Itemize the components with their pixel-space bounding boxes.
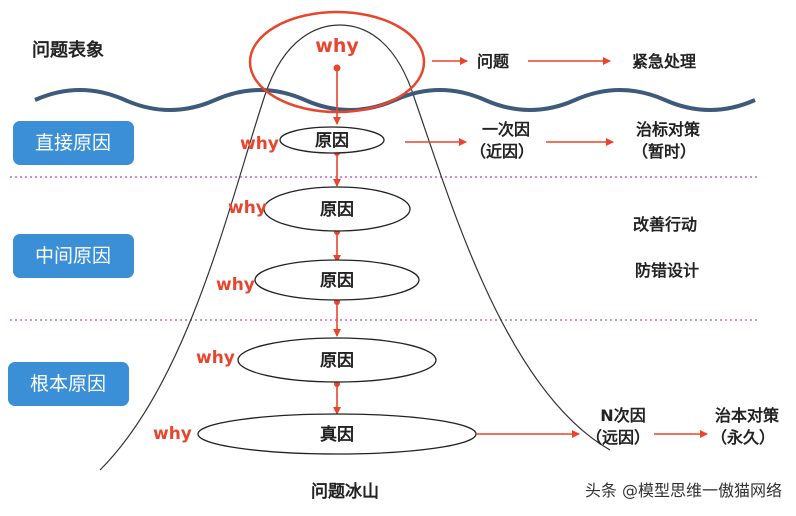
side-label-middle: 中间原因 <box>35 245 111 267</box>
error-proof-label: 防错设计 <box>635 261 699 280</box>
watermark: 头条 @模型思维一傲猫网络 <box>585 481 782 500</box>
root-cause-node-label: 真因 <box>320 424 354 445</box>
cause-node-2-label: 原因 <box>320 200 354 220</box>
cause-node-1-label: 原因 <box>315 131 349 151</box>
temp-fix-line2: （暂时） <box>632 142 696 161</box>
problem-label: 问题 <box>477 52 510 71</box>
cause-node-4: 原因 <box>237 337 437 383</box>
side-button-middle: 中间原因 <box>13 234 134 278</box>
why-label-5: why <box>153 424 192 444</box>
why-label-3: why <box>216 275 255 295</box>
diagram-caption: 问题冰山 <box>311 481 379 502</box>
perm-fix-line1: 治本对策 <box>715 406 780 425</box>
first-cause-line2: （近因） <box>470 142 534 161</box>
root-cause-line1: N次因 <box>600 406 645 425</box>
side-button-root: 根本原因 <box>8 362 129 406</box>
cause-node-3: 原因 <box>254 259 420 301</box>
surface-label: 问题表象 <box>32 39 104 61</box>
improve-action-label: 改善行动 <box>633 215 697 234</box>
why-label-top: why <box>315 35 359 57</box>
temp-fix-line1: 治标对策 <box>636 120 701 139</box>
emergency-label: 紧急处理 <box>632 52 696 71</box>
side-button-direct: 直接原因 <box>13 121 134 165</box>
cause-node-4-label: 原因 <box>320 351 354 371</box>
top-dot <box>333 64 341 72</box>
iceberg-outline <box>99 24 611 471</box>
first-cause-line1: 一次因 <box>482 120 530 139</box>
why-label-1: why <box>240 134 279 154</box>
cause-node-2: 原因 <box>263 186 411 232</box>
cause-node-1: 原因 <box>279 126 385 154</box>
why-label-2: why <box>228 198 267 218</box>
cause-node-3-label: 原因 <box>320 271 354 291</box>
side-label-root: 根本原因 <box>30 373 106 395</box>
why-label-4: why <box>196 348 235 368</box>
root-cause-line2: （远因） <box>586 428 650 447</box>
root-cause-node: 真因 <box>197 413 477 455</box>
perm-fix-line2: （永久） <box>711 428 775 447</box>
side-label-direct: 直接原因 <box>35 132 111 154</box>
